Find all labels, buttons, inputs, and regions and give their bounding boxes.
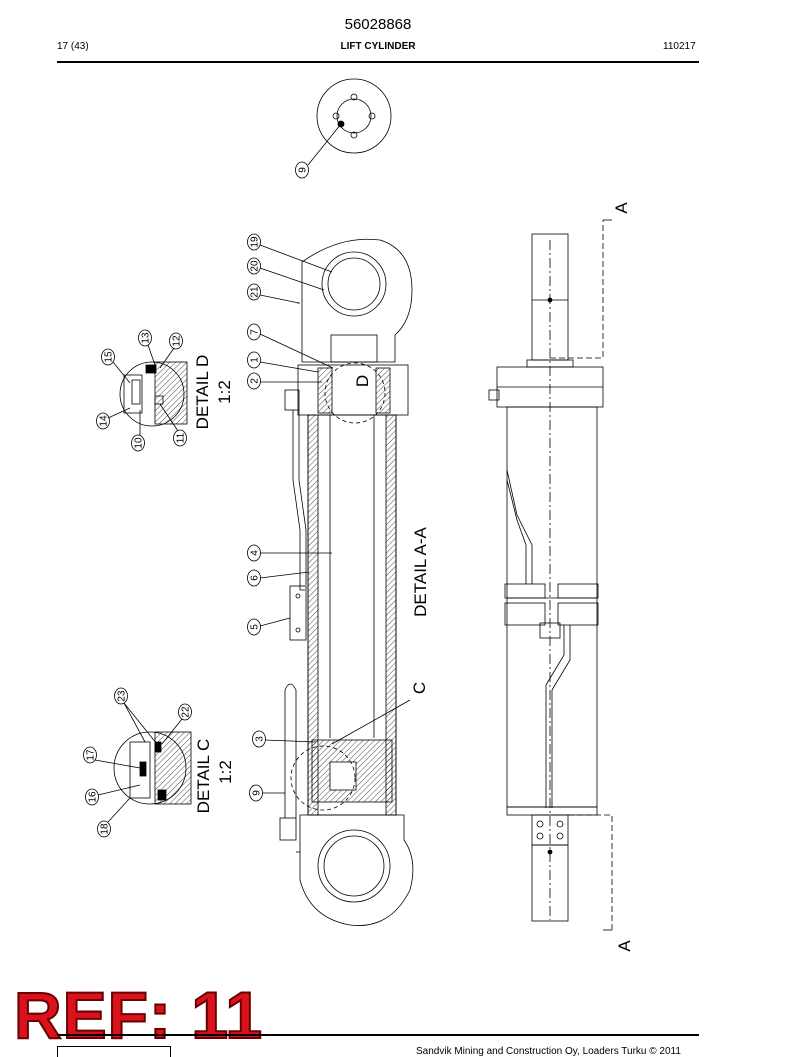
hydraulic-pipe <box>279 410 307 841</box>
document-code: 110217 <box>663 41 696 52</box>
detail-d-label: DETAIL D <box>193 355 212 430</box>
callout-16: 16 <box>88 791 99 803</box>
detail-d-scale: 1:2 <box>215 380 234 404</box>
callout-7: 7 <box>250 329 261 335</box>
detail-c-view <box>113 731 192 805</box>
callout-6: 6 <box>250 575 261 581</box>
detail-aa-label: DETAIL A-A <box>411 526 430 616</box>
callout-17: 17 <box>86 749 97 761</box>
cap-eye <box>296 814 414 926</box>
page-number: 17 (43) <box>57 41 89 52</box>
callout-18: 18 <box>100 823 111 835</box>
detail-c-marker: C <box>410 682 429 694</box>
ref-stamp: REF: 11 <box>13 978 264 1052</box>
end-view <box>307 78 392 166</box>
detail-d-view <box>119 361 188 427</box>
cylinder-head <box>284 362 409 424</box>
callout-14: 14 <box>99 415 110 427</box>
callout-9-bottom: 9 <box>252 790 263 796</box>
footer-divider <box>57 1034 699 1036</box>
cylinder-barrel <box>290 414 397 816</box>
callout-10: 10 <box>134 437 145 449</box>
callout-11: 11 <box>176 432 187 443</box>
callout-19: 19 <box>250 236 261 248</box>
callout-21: 21 <box>250 286 261 298</box>
detail-c-label: DETAIL C <box>194 739 213 814</box>
callout-5: 5 <box>250 624 261 630</box>
callout-1: 1 <box>250 357 261 363</box>
section-aa-view <box>488 219 613 931</box>
callout-9-top: 9 <box>298 167 309 173</box>
callout-balloons <box>83 161 309 838</box>
rod-eye <box>297 238 413 363</box>
page-title: LIFT CYLINDER <box>340 41 416 52</box>
callout-4: 4 <box>250 550 261 556</box>
callout-23: 23 <box>117 690 128 702</box>
leader-lines <box>94 244 411 823</box>
footer-copyright: Sandvik Mining and Construction Oy, Load… <box>416 1046 681 1057</box>
callout-22: 22 <box>181 706 192 718</box>
section-a-bottom-marker: A <box>615 940 634 952</box>
callout-3: 3 <box>255 736 266 742</box>
header-divider <box>57 61 699 63</box>
document-number: 56028868 <box>344 16 412 33</box>
company-logo <box>57 1046 171 1057</box>
callout-12: 12 <box>172 335 183 347</box>
section-a-top-marker: A <box>612 202 631 214</box>
callout-2: 2 <box>250 378 261 384</box>
detail-d-marker: D <box>353 375 372 387</box>
callout-15: 15 <box>104 351 115 363</box>
callout-13: 13 <box>141 332 152 344</box>
detail-c-scale: 1:2 <box>216 760 235 784</box>
callout-20: 20 <box>250 260 261 272</box>
